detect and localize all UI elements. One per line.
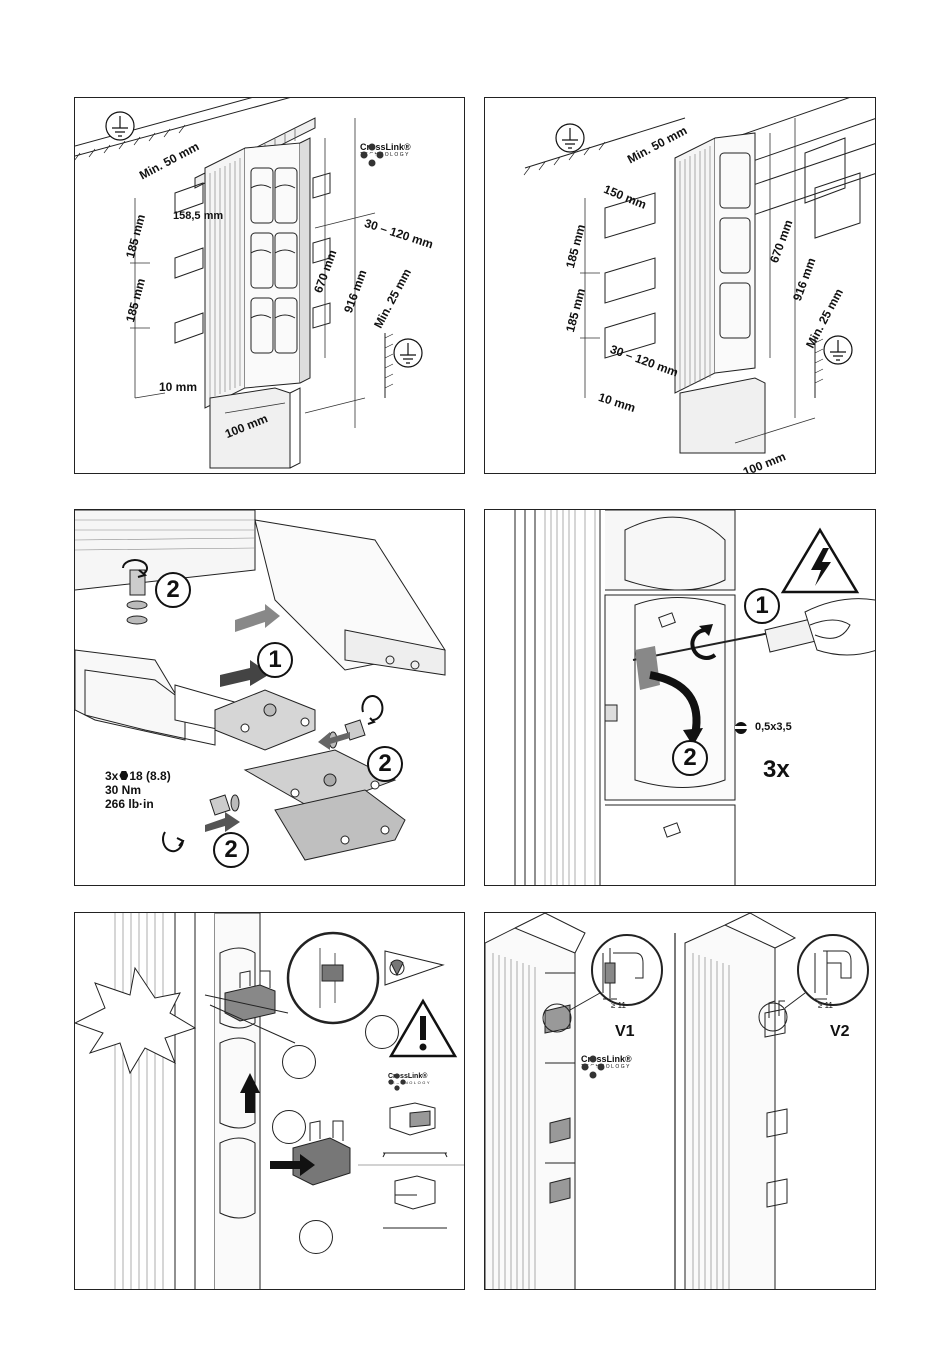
panel-crosslink-clip-install: CrossLink® TECHNOLOGY: [74, 912, 465, 1290]
gap-label-v2: ≥ 11: [818, 1001, 833, 1010]
repeat-count: 3x: [763, 756, 790, 784]
crosslink-logo: CrossLink® TECHNOLOGY: [360, 143, 411, 158]
variant-v2-label: V2: [830, 1023, 850, 1041]
earth-ground-icon-3: [556, 124, 584, 152]
earth-ground-icon-4: [824, 336, 852, 364]
screwdriver-size: 0,5x3,5: [755, 721, 792, 733]
earth-ground-icon: [106, 112, 134, 140]
dim-10: 10 mm: [159, 380, 197, 394]
panel-installation-dimensions-2: Min. 50 mm 150 mm 185 mm 185 mm 670 mm 9…: [484, 97, 876, 474]
step-1-badge: 1: [257, 642, 293, 678]
callout-circle-a: [365, 1015, 399, 1049]
variant-v1-label: V1: [615, 1023, 635, 1041]
crosslink-logo-3: CrossLink® TECHNOLOGY: [581, 1055, 632, 1070]
callout-circle-c: [272, 1110, 306, 1144]
step-2-badge-a: 2: [155, 572, 191, 608]
crosslink-logo-2: CrossLink® TECHNOLOGY: [388, 1073, 431, 1086]
panel-installation-dimensions-1: CrossLink® TECHNOLOGY Min. 50 mm 158,5 m…: [74, 97, 465, 474]
clip-variants-drawing: [485, 913, 876, 1290]
crosslink-emblem-icon: [360, 143, 384, 167]
step-2-badge-b: 2: [367, 746, 403, 782]
torque-spec-line1: 3x 18 (8.8): [105, 769, 171, 783]
callout-circle-d: [299, 1220, 333, 1254]
bolt-count: 3x: [105, 769, 118, 783]
gap-label-v1: ≥ 11: [611, 1001, 626, 1010]
clip-insertion-drawing: [75, 913, 465, 1290]
step-2-badge-c: 2: [213, 832, 249, 868]
torque-lbin: 266 lb·in: [105, 797, 171, 811]
dim-158-5: 158,5 mm: [173, 210, 223, 222]
panel-busbar-connection: 2 1 2 2 3x 18 (8.8) 30 Nm 266 lb·in: [74, 509, 465, 886]
panel-cover-removal: 1 2 0,5x3,5 3x: [484, 509, 876, 886]
torque-spec: 3x 18 (8.8) 30 Nm 266 lb·in: [105, 769, 171, 811]
step-1-badge-4: 1: [744, 588, 780, 624]
flat-screwdriver-icon: [735, 722, 747, 734]
bolt-size: 18 (8.8): [129, 769, 170, 783]
hex-nut-icon: [119, 771, 128, 780]
torque-nm: 30 Nm: [105, 783, 171, 797]
fuse-rail-busbar-drawing: [485, 98, 876, 474]
high-voltage-warning-icon: [783, 530, 857, 592]
earth-ground-icon-2: [394, 339, 422, 367]
callout-circle-b: [282, 1045, 316, 1079]
crosslink-emblem-icon-2: [388, 1073, 406, 1091]
screwdriver-cover-drawing: [485, 510, 876, 886]
step-2-badge-4: 2: [672, 740, 708, 776]
crosslink-emblem-icon-3: [581, 1055, 605, 1079]
panel-clip-variants: ≥ 11 ≥ 11 V1 V2 CrossLink® TECHNOLOGY: [484, 912, 876, 1290]
warning-icon: [391, 1001, 455, 1056]
busbar-bolt-assembly-drawing: [75, 510, 465, 886]
